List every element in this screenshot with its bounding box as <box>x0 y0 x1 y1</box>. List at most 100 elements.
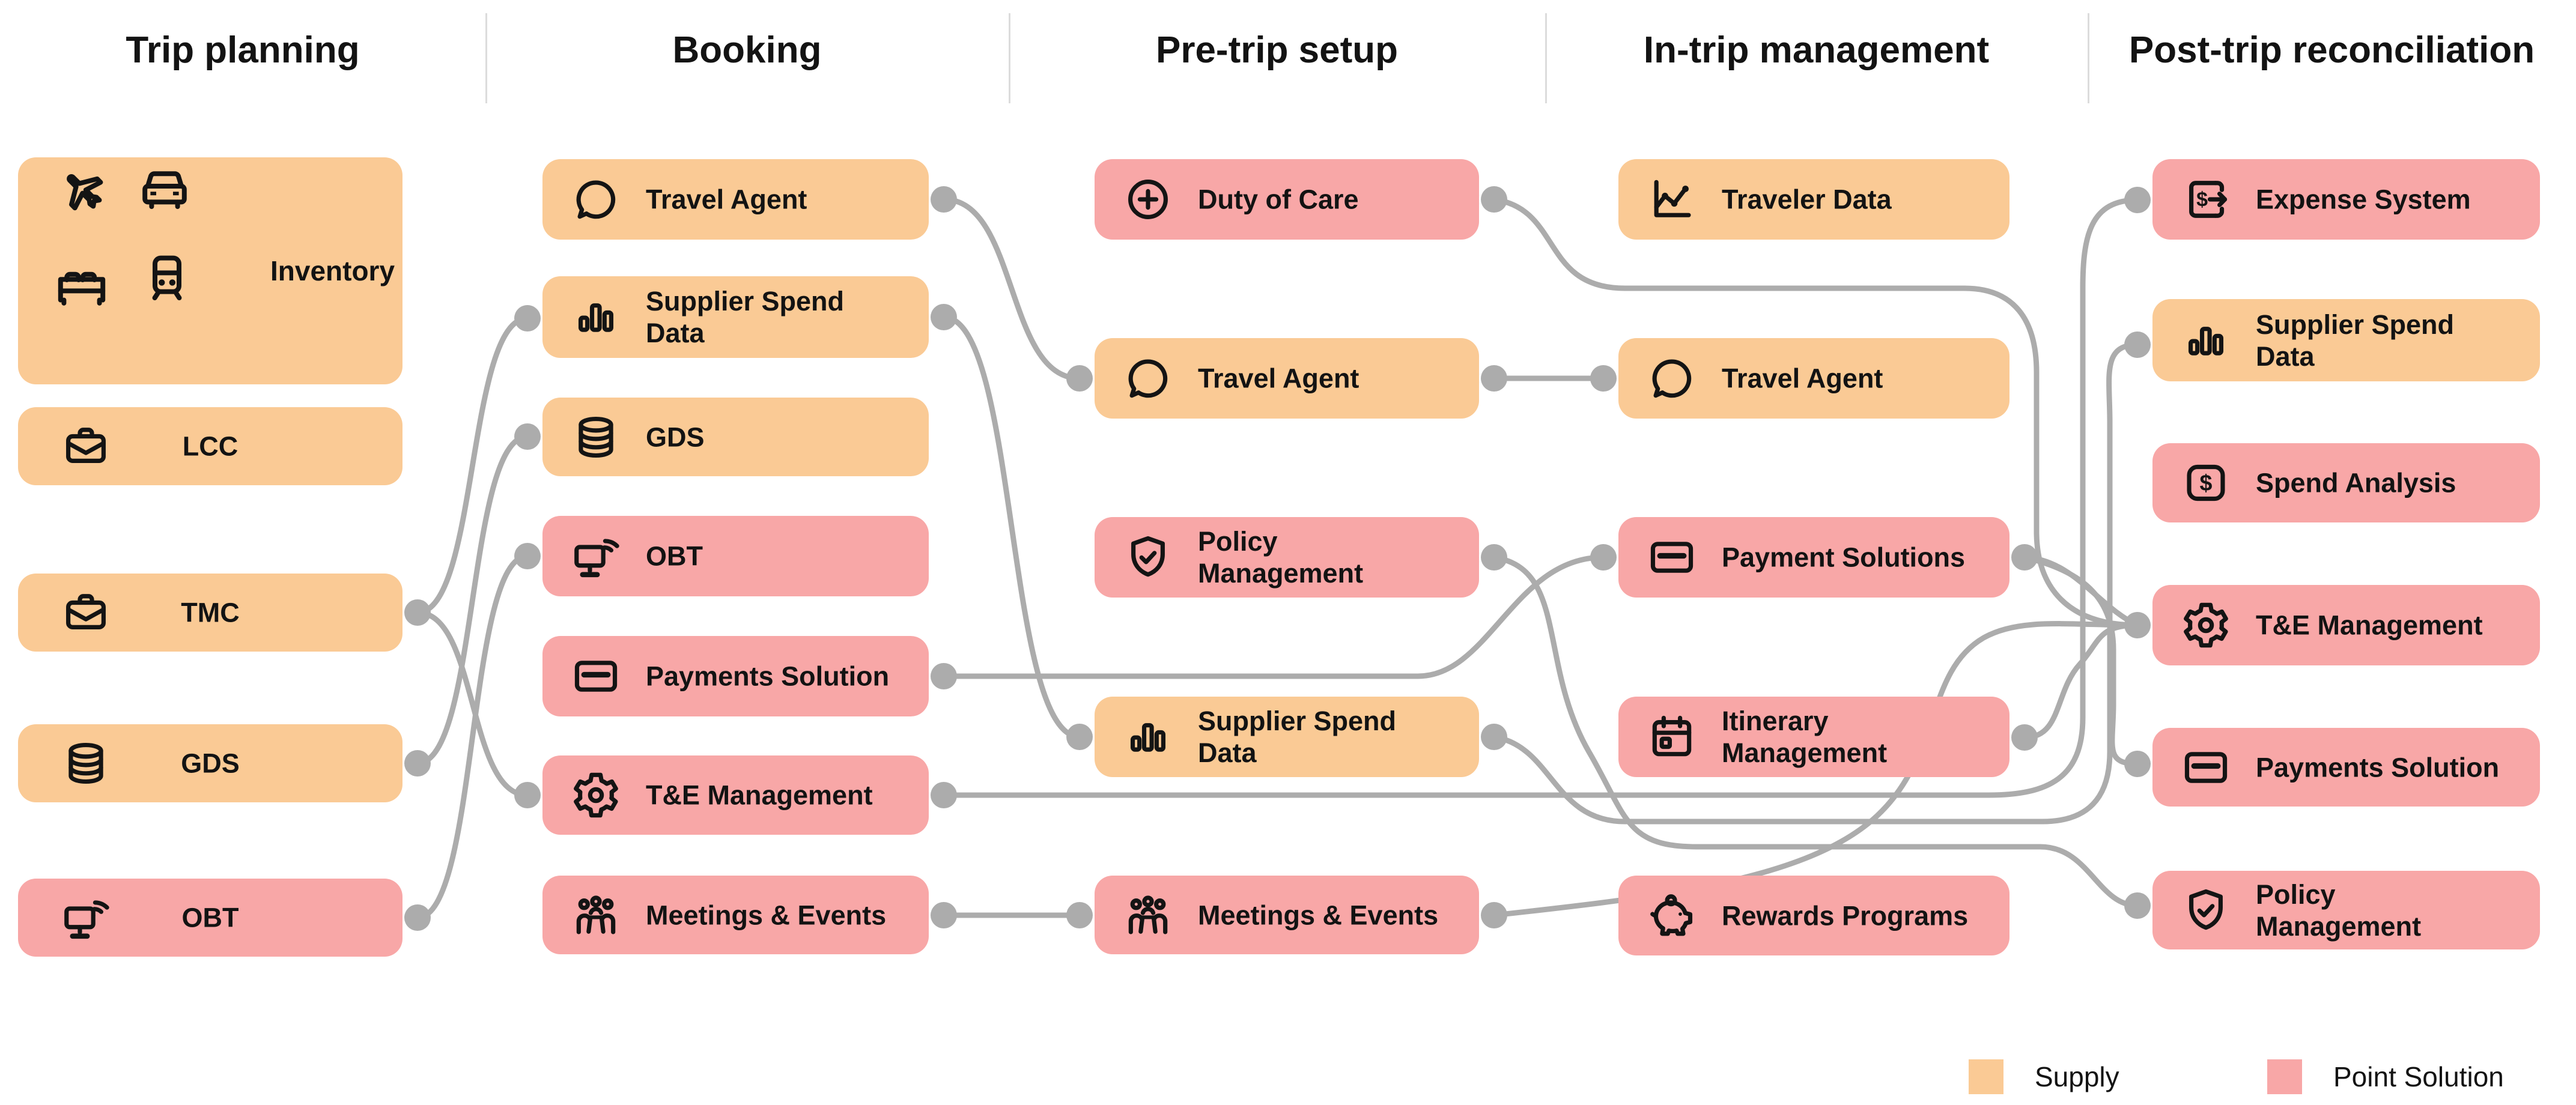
node-label: Duty of Care <box>1198 184 1359 215</box>
connector-dot <box>931 304 957 330</box>
piggy-bank-icon <box>1646 890 1698 942</box>
column-header-post-trip-reconciliation: Post-trip reconciliation <box>2128 29 2535 71</box>
connector-dot <box>1590 365 1617 392</box>
calendar-icon <box>1646 711 1698 763</box>
connector-dot <box>2124 612 2151 638</box>
dollar-square-icon: $ <box>2180 457 2232 509</box>
edge-obt-1-to-obt-2 <box>415 553 530 921</box>
chat-bubble-icon <box>1122 353 1174 404</box>
shield-check-icon <box>1122 531 1174 583</box>
node-label: Spend Analysis <box>2256 467 2456 498</box>
node-duty-of-care-3: Duty of Care <box>1095 159 1479 240</box>
node-label: LCC <box>182 431 238 462</box>
column-header-in-trip-management: In-trip management <box>1643 29 1990 71</box>
expense-transfer-icon: $ <box>2180 174 2232 225</box>
svg-text:$: $ <box>2200 470 2213 495</box>
legend-swatch <box>2267 1059 2302 1094</box>
connector-dot <box>1590 544 1617 571</box>
edge-tmc-to-te-management-2 <box>415 610 530 798</box>
node-payment-solutions-4: Payment Solutions <box>1618 517 2009 598</box>
node-travel-agent-4: Travel Agent <box>1618 338 2009 419</box>
node-label: T&E Management <box>2256 610 2483 641</box>
meeting-people-icon <box>570 889 622 941</box>
node-te-management-5: T&E Management <box>2152 585 2540 665</box>
connector-dot <box>514 423 541 450</box>
monitor-wifi-icon <box>570 530 622 582</box>
connector-dot <box>1066 365 1093 392</box>
legend-label: Point Solution <box>2333 1061 2504 1092</box>
node-label: GDS <box>181 748 240 779</box>
column-header-pre-trip-setup: Pre-trip setup <box>1155 29 1399 71</box>
connector-dot <box>1066 724 1093 750</box>
node-meetings-events-3: Meetings & Events <box>1095 876 1479 954</box>
briefcase-icon <box>60 587 112 638</box>
connector-dot <box>931 782 957 808</box>
node-traveler-data-4: Traveler Data <box>1618 159 2009 240</box>
briefcase-icon <box>60 420 112 472</box>
bed-icon <box>53 253 111 311</box>
node-label: Meetings & Events <box>646 900 887 930</box>
node-travel-agent-3: Travel Agent <box>1095 338 1479 419</box>
monitor-wifi-icon <box>60 892 112 943</box>
database-icon <box>60 737 112 789</box>
bar-chart-icon <box>1122 711 1174 763</box>
node-label: Rewards Programs <box>1722 900 1969 931</box>
node-meetings-events-2: Meetings & Events <box>542 876 929 954</box>
bar-chart-icon <box>570 291 622 343</box>
connector-dot <box>2011 544 2038 571</box>
node-label: TMC <box>181 597 240 628</box>
node-label: Travel Agent <box>1198 363 1359 394</box>
node-label: OBT <box>181 902 239 933</box>
edge-tmc-to-supplier-spend-2 <box>415 315 530 616</box>
column-divider <box>485 13 487 103</box>
node-inventory: Inventory <box>18 157 402 384</box>
credit-card-icon <box>1646 531 1698 583</box>
node-te-management-2: T&E Management <box>542 755 929 835</box>
connector-dot <box>514 305 541 331</box>
connector-dot <box>514 782 541 808</box>
column-divider <box>2088 13 2089 103</box>
column-divider <box>1545 13 1547 103</box>
credit-card-icon <box>2180 742 2232 793</box>
node-label: T&E Management <box>646 780 873 811</box>
legend-swatch <box>1969 1059 2003 1094</box>
node-lcc: LCC <box>18 407 402 485</box>
connector-dot <box>2011 724 2038 751</box>
column-header-trip-planning: Trip planning <box>126 29 360 71</box>
node-label: Payments Solution <box>2256 752 2500 783</box>
chat-bubble-icon <box>1646 353 1698 404</box>
node-travel-agent-2: Travel Agent <box>542 159 929 240</box>
connector-dot <box>2124 892 2151 919</box>
node-obt-1: OBT <box>18 879 402 957</box>
svg-text:$: $ <box>2196 188 2208 211</box>
node-payments-solution-5: Payments Solution <box>2152 728 2540 807</box>
node-obt-2: OBT <box>542 516 929 596</box>
line-chart-icon <box>1646 174 1698 225</box>
node-label: Expense System <box>2256 184 2471 215</box>
edge-gds-1-to-gds-2 <box>415 434 530 766</box>
chat-bubble-icon <box>570 174 622 225</box>
legend-label: Supply <box>2035 1061 2119 1092</box>
legend-item-point-solution: Point Solution <box>2267 1059 2504 1094</box>
node-label: Payment Solutions <box>1722 542 1966 573</box>
connector-dot <box>404 599 431 626</box>
edge-payment-solutions-4-to-te-management-5 <box>2022 554 2140 628</box>
gear-icon <box>570 769 622 821</box>
edge-travel-agent-2-to-travel-agent-3 <box>941 196 1083 381</box>
node-label: OBT <box>646 540 703 572</box>
connector-dot <box>2124 751 2151 777</box>
connector-dot <box>1481 902 1507 928</box>
node-label: Inventory <box>270 255 395 286</box>
train-icon <box>138 250 196 307</box>
node-rewards-programs-4: Rewards Programs <box>1618 876 2009 955</box>
node-spend-analysis-5: $ Spend Analysis <box>2152 443 2540 522</box>
column-header-booking: Booking <box>672 29 822 71</box>
